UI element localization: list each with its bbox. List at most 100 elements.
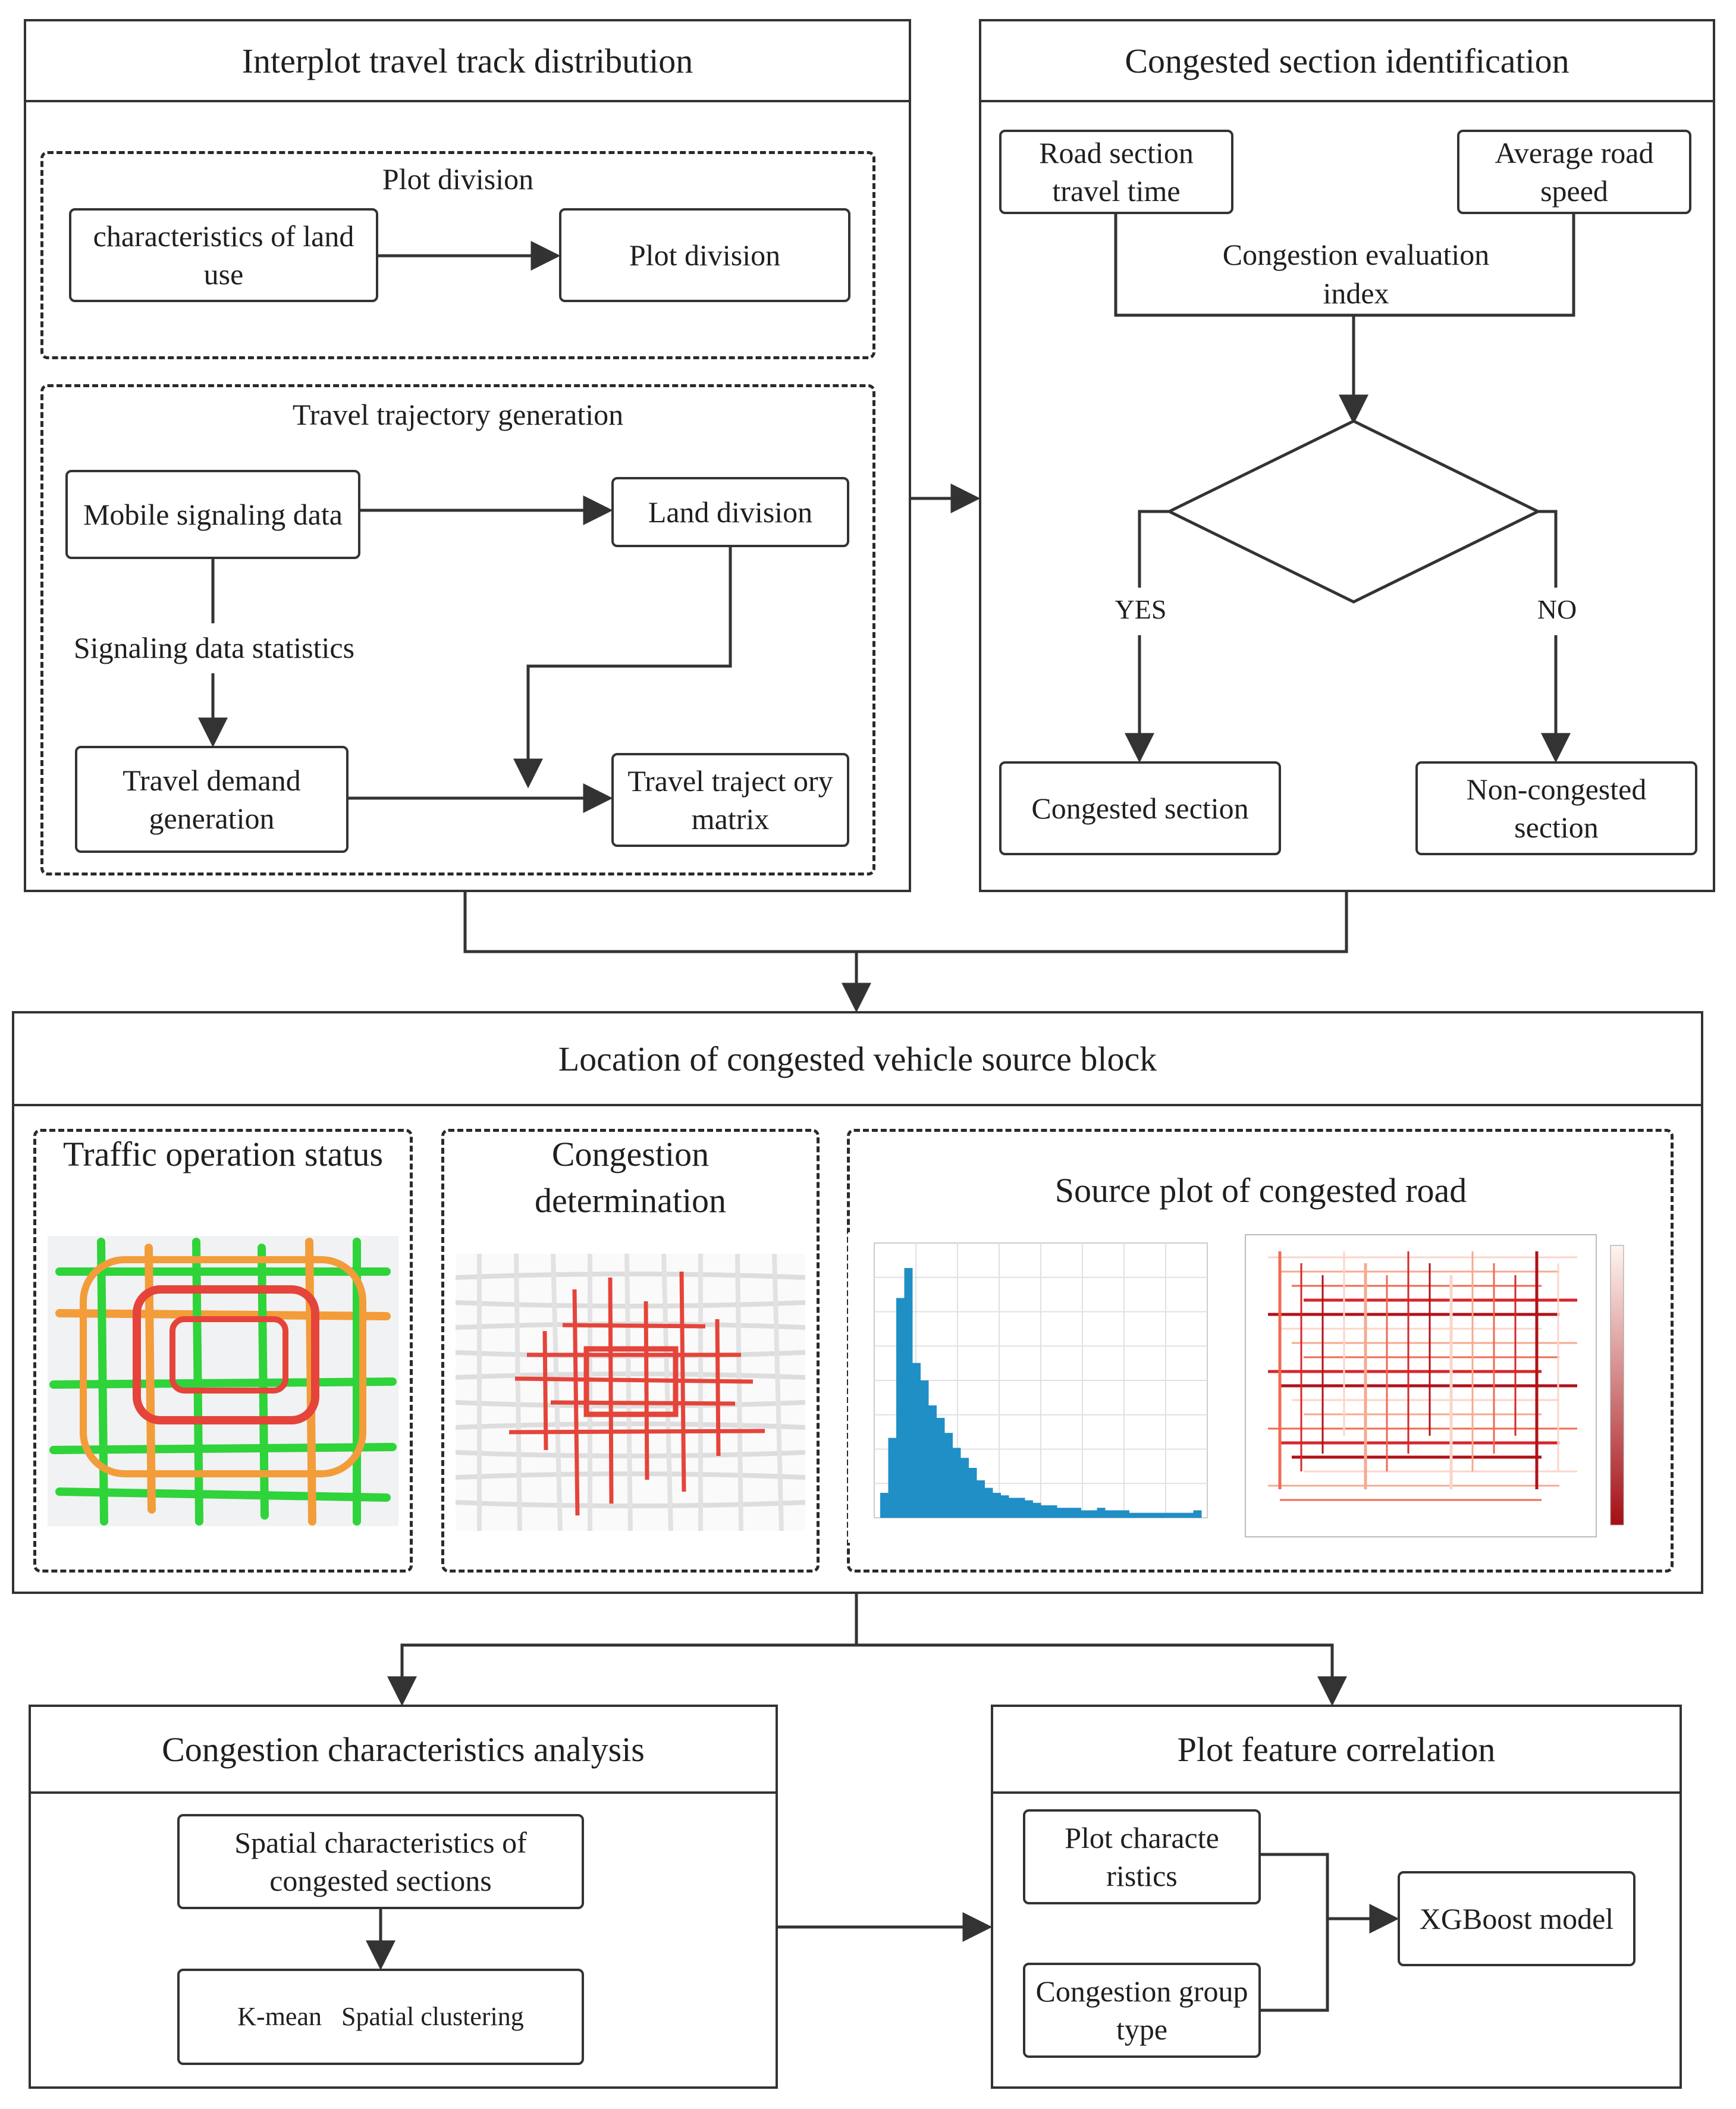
map-road <box>49 1377 397 1389</box>
signaling-statistics-label: Signaling data statistics <box>73 631 355 664</box>
non-congested-node: Non-congested section <box>1415 761 1697 855</box>
map-base-road <box>456 1272 805 1280</box>
hist-bar <box>1065 1508 1073 1518</box>
plot-division-group <box>40 151 875 359</box>
traffic-status-label: Traffic operation status <box>62 1135 384 1173</box>
mobile-signaling-node: Mobile signaling data <box>65 470 360 559</box>
hist-bar <box>1121 1510 1129 1518</box>
map-congested-road <box>550 1400 736 1406</box>
index-label: Congestion evaluation index <box>1222 238 1490 310</box>
plot-characteristics-node: Plot characte ristics <box>1023 1809 1261 1904</box>
interplot-title: Interplot travel track distribution <box>26 21 909 102</box>
spatial-node: Spatial characteristics of congested sec… <box>177 1814 584 1909</box>
travel-demand-node: Travel demand generation <box>75 746 349 853</box>
map-base-road <box>624 1254 633 1531</box>
histogram-svg <box>874 1242 1208 1518</box>
hist-bar <box>1185 1512 1194 1518</box>
map-congested-road <box>715 1319 721 1457</box>
hist-bar <box>1073 1508 1081 1518</box>
hist-bar <box>1025 1500 1033 1518</box>
hist-bar <box>928 1405 937 1518</box>
traffic-status-map <box>48 1236 398 1526</box>
land-division-node: Land division <box>611 477 849 547</box>
histogram <box>848 1232 1218 1543</box>
map-base-road <box>661 1254 673 1531</box>
map-base-road <box>735 1254 743 1531</box>
hist-bar <box>896 1298 905 1518</box>
hist-bar <box>880 1493 889 1518</box>
xgboost-node: XGBoost model <box>1398 1871 1635 1966</box>
hist-bar <box>960 1458 969 1518</box>
hist-bar <box>977 1480 985 1518</box>
hist-bar <box>1097 1508 1106 1518</box>
hist-bar <box>1000 1495 1009 1518</box>
map-road <box>55 1487 391 1502</box>
map-congested-road <box>542 1330 548 1451</box>
heatmap-svg <box>1245 1234 1624 1537</box>
hist-bar <box>1032 1502 1041 1518</box>
traffic-status-group <box>33 1129 413 1573</box>
heat-colorbar <box>1610 1245 1624 1526</box>
hist-bar <box>912 1363 921 1518</box>
hist-bar <box>1081 1510 1090 1518</box>
traffic-map-svg <box>49 1238 397 1526</box>
map-congested-road <box>514 1376 754 1384</box>
hist-bar <box>984 1487 993 1518</box>
trajectory-group <box>40 384 875 875</box>
hist-bar <box>944 1433 953 1518</box>
congestion-group-node: Congestion group type <box>1023 1963 1261 2058</box>
hist-bar <box>1193 1510 1202 1518</box>
line-top-merge <box>463 892 1348 953</box>
hist-bar <box>1113 1510 1122 1518</box>
congestion-map-svg <box>456 1254 805 1531</box>
hist-bar <box>952 1448 961 1518</box>
hist-bar <box>1057 1508 1065 1518</box>
hist-bar <box>1041 1505 1049 1518</box>
hist-bar <box>888 1438 897 1518</box>
avg-speed-node: Average road speed <box>1457 130 1691 214</box>
hist-bar <box>1009 1498 1017 1518</box>
map-base-road <box>772 1254 784 1531</box>
determination-group <box>441 1129 820 1573</box>
characteristics-title: Congestion characteristics analysis <box>31 1707 776 1794</box>
land-use-node: characteristics of land use <box>69 208 378 302</box>
hist-bar <box>968 1468 977 1518</box>
road-time-node: Road section travel time <box>999 130 1233 214</box>
map-congested-road <box>679 1271 686 1492</box>
hist-bar <box>1169 1512 1178 1518</box>
hist-bar <box>904 1268 913 1518</box>
hist-bar <box>1161 1512 1170 1518</box>
map-inner-ring <box>169 1316 288 1394</box>
hist-bar <box>993 1493 1001 1518</box>
hist-bar <box>920 1380 929 1518</box>
heatmap <box>1244 1234 1637 1539</box>
map-congested-road <box>608 1277 614 1504</box>
no-label: NO <box>1537 594 1577 624</box>
hist-bar <box>1137 1512 1145 1518</box>
plot-division-group-label: Plot division <box>382 162 534 196</box>
congested-node: Congested section <box>999 761 1281 855</box>
hist-bar <box>1145 1512 1154 1518</box>
map-road <box>55 1309 391 1320</box>
map-base-road <box>551 1254 563 1531</box>
yes-label: YES <box>1115 594 1167 624</box>
map-outer-ring <box>80 1256 366 1477</box>
hist-bar <box>1048 1505 1057 1518</box>
hist-bar <box>1089 1510 1097 1518</box>
determination-label: Congestion determination <box>534 1135 727 1220</box>
hist-bar <box>1177 1512 1186 1518</box>
arrow-to-bottom-right <box>400 1643 1347 1706</box>
map-congested-road <box>508 1429 765 1435</box>
hist-bar <box>1129 1512 1138 1518</box>
map-core-ring <box>583 1346 679 1417</box>
plot-division-node: Plot division <box>559 208 850 302</box>
map-ring-road <box>133 1285 319 1424</box>
map-base-road <box>514 1254 522 1531</box>
determination-map <box>456 1254 805 1531</box>
hist-bar <box>1105 1510 1113 1518</box>
location-title: Location of congested vehicle source blo… <box>14 1013 1701 1106</box>
kmean-node: K-mean Spatial clustering <box>177 1969 584 2065</box>
trajectory-matrix-node: Travel traject ory matrix <box>611 753 849 847</box>
source-plot-label: Source plot of congested road <box>1054 1171 1467 1210</box>
map-road <box>192 1238 203 1526</box>
